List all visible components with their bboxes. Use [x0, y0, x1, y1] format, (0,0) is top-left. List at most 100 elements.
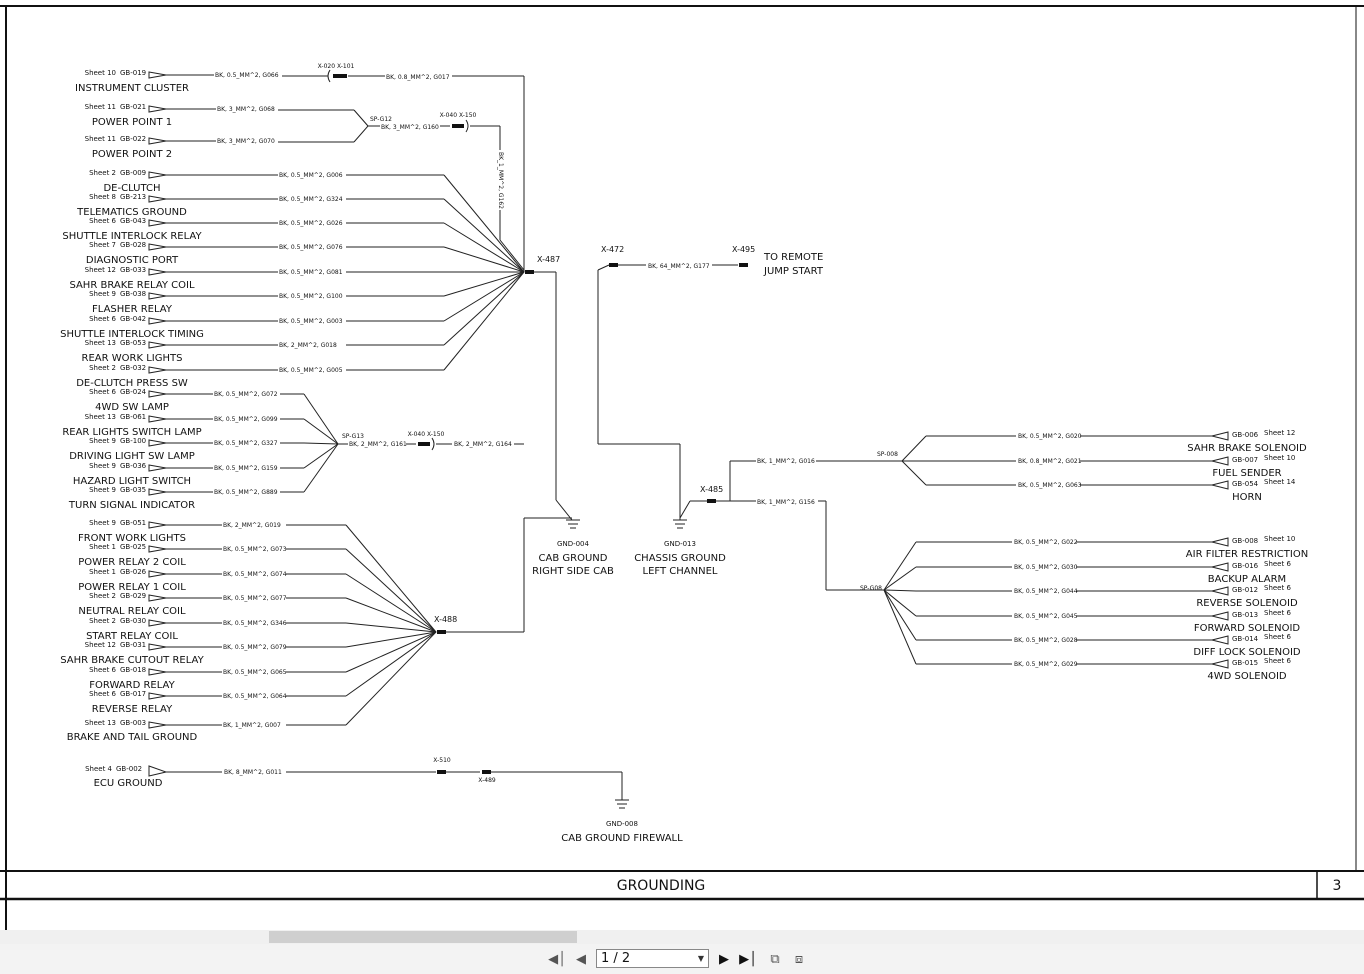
two-page-icon[interactable]: ⧈: [794, 951, 804, 967]
ru-wire-c-2: [901, 460, 927, 486]
ll-wire-c-5: [345, 631, 437, 648]
ground-labels: GND-004 CAB GROUND RIGHT SIDE CAB GND-01…: [532, 540, 726, 844]
label-x495: X-495: [732, 245, 755, 254]
rl-sheet-5: Sheet 6: [1264, 657, 1291, 665]
first-page-icon[interactable]: ◀│: [548, 951, 566, 967]
connector-labels: X-020 X-101 BK, 0.8_MM^2, G017 SP-G12 X-…: [318, 63, 898, 784]
lu-wire-label-11: BK, 0.5_MM^2, G005: [279, 367, 343, 374]
lu-wire-c-10: [443, 271, 525, 346]
gnd013-line2: LEFT CHANNEL: [643, 566, 718, 577]
prev-page-icon[interactable]: ◀: [576, 951, 586, 967]
ll-sheet-2: Sheet 1: [89, 568, 116, 576]
lu-name-8: FLASHER RELAY: [92, 304, 173, 315]
lu-name-7: SAHR BRAKE RELAY COIL: [69, 280, 195, 291]
label-wire-g156: BK, 1_MM^2, G156: [757, 499, 815, 506]
ru-wire-label-2: BK, 0.5_MM^2, G063: [1018, 482, 1082, 489]
horizontal-scrollbar[interactable]: [0, 930, 1364, 944]
lu-name-2: POWER POINT 2: [92, 149, 172, 160]
lu-gb-11: GB-032: [120, 364, 146, 372]
ru-sheet-2: Sheet 14: [1264, 478, 1296, 486]
rl-sheet-0: Sheet 10: [1264, 535, 1295, 543]
lu-sheet-10: Sheet 13: [85, 339, 116, 347]
ll-gb-7: GB-017: [120, 690, 146, 698]
label-x510: X-510: [433, 757, 451, 764]
lu-wire-label-13: BK, 0.5_MM^2, G099: [214, 416, 278, 423]
lu-terminal-icon-1: [148, 105, 167, 113]
lu-terminal-icon-2: [148, 137, 167, 145]
ecu-gb: GB-002: [116, 765, 142, 773]
lu-sheet-3: Sheet 2: [89, 169, 116, 177]
lu-name-16: TURN SIGNAL INDICATOR: [68, 500, 195, 511]
lu-gb-1: GB-021: [120, 103, 146, 111]
lu-gb-7: GB-033: [120, 266, 146, 274]
last-page-icon[interactable]: ▶│: [739, 951, 757, 967]
ru-gb-2: GB-054: [1232, 480, 1259, 488]
rl-gb-0: GB-008: [1232, 537, 1258, 545]
lu-wire-label-8: BK, 0.5_MM^2, G100: [279, 293, 343, 300]
lu-terminal-icon-4: [148, 195, 167, 203]
lu-sheet-12: Sheet 6: [89, 388, 116, 396]
ecu-wire-label: BK, 8_MM^2, G011: [224, 769, 282, 776]
gnd004-line1: CAB GROUND: [539, 553, 608, 564]
lu-terminal-icon-3: [148, 171, 167, 179]
label-wire-g016: BK, 1_MM^2, G016: [757, 458, 815, 465]
page-indicator: 1 / 2: [601, 951, 631, 966]
ll-wire-label-7: BK, 0.5_MM^2, G064: [223, 693, 287, 700]
connector-symbols: [327, 69, 469, 451]
lu-gb-9: GB-042: [120, 315, 146, 323]
rl-wire-c-0: [883, 541, 917, 591]
ll-wire-c-6: [345, 631, 437, 673]
lu-sheet-4: Sheet 8: [89, 193, 116, 201]
lu-terminal-icon-14: [148, 439, 167, 447]
page-selector[interactable]: 1 / 2 ▼: [596, 949, 709, 968]
lu-gb-8: GB-038: [120, 290, 146, 298]
ll-gb-6: GB-018: [120, 666, 146, 674]
ll-wire-label-3: BK, 0.5_MM^2, G077: [223, 595, 287, 602]
ru-terminal-icon-0: [1211, 431, 1229, 441]
gnd004-id: GND-004: [557, 540, 589, 548]
fit-page-icon[interactable]: ⧉: [770, 951, 780, 967]
ll-gb-1: GB-025: [120, 543, 146, 551]
label-sp-g12: SP-G12: [370, 116, 392, 123]
lu-sheet-15: Sheet 9: [89, 462, 116, 470]
label-x472: X-472: [601, 245, 624, 254]
ru-wire-label-0: BK, 0.5_MM^2, G020: [1018, 433, 1082, 440]
lu-name-9: SHUTTLE INTERLOCK TIMING: [60, 329, 204, 340]
lu-wire-label-2: BK, 3_MM^2, G070: [217, 138, 275, 145]
lu-wire-label-1: BK, 3_MM^2, G068: [217, 106, 275, 113]
ll-wire-label-5: BK, 0.5_MM^2, G079: [223, 644, 287, 651]
rl-wire-label-1: BK, 0.5_MM^2, G030: [1014, 564, 1078, 571]
ll-wire-c-3: [345, 597, 437, 633]
ll-wire-label-0: BK, 2_MM^2, G019: [223, 522, 281, 529]
next-page-icon[interactable]: ▶: [719, 951, 729, 967]
ll-sheet-6: Sheet 6: [89, 666, 116, 674]
lu-gb-15: GB-036: [120, 462, 147, 470]
ll-terminal-icon-2: [148, 570, 167, 578]
label-sp-g08: SP-G08: [860, 585, 882, 592]
lu-gb-5: GB-043: [120, 217, 146, 225]
lu-name-13: REAR LIGHTS SWITCH LAMP: [62, 427, 201, 438]
rl-wire-label-2: BK, 0.5_MM^2, G044: [1014, 588, 1078, 595]
chevron-down-icon: ▼: [697, 954, 704, 963]
lu-sheet-5: Sheet 6: [89, 217, 116, 225]
lu-wire-label-6: BK, 0.5_MM^2, G076: [279, 244, 343, 251]
ll-wire-c-8: [345, 631, 437, 726]
ll-gb-4: GB-030: [120, 617, 146, 625]
rl-terminal-icon-4: [1211, 635, 1229, 645]
lu-terminal-icon-0: [148, 71, 167, 79]
rl-wire-c-5: [883, 589, 917, 665]
lu-sheet-11: Sheet 2: [89, 364, 116, 372]
ru-terminal-icon-2: [1211, 480, 1229, 490]
lu-gb-13: GB-061: [120, 413, 146, 421]
ll-name-5: SAHR BRAKE CUTOUT RELAY: [60, 655, 204, 666]
ll-sheet-4: Sheet 2: [89, 617, 116, 625]
rl-terminal-icon-1: [1211, 562, 1229, 572]
rl-sheet-1: Sheet 6: [1264, 560, 1291, 568]
lu-sheet-13: Sheet 13: [85, 413, 116, 421]
lu-sheet-16: Sheet 9: [89, 486, 116, 494]
ru-sheet-1: Sheet 10: [1264, 454, 1295, 462]
scrollbar-thumb[interactable]: [269, 931, 577, 943]
label-wire-g161: BK, 2_MM^2, G161: [349, 441, 407, 448]
ll-wire-c-2: [345, 573, 437, 633]
